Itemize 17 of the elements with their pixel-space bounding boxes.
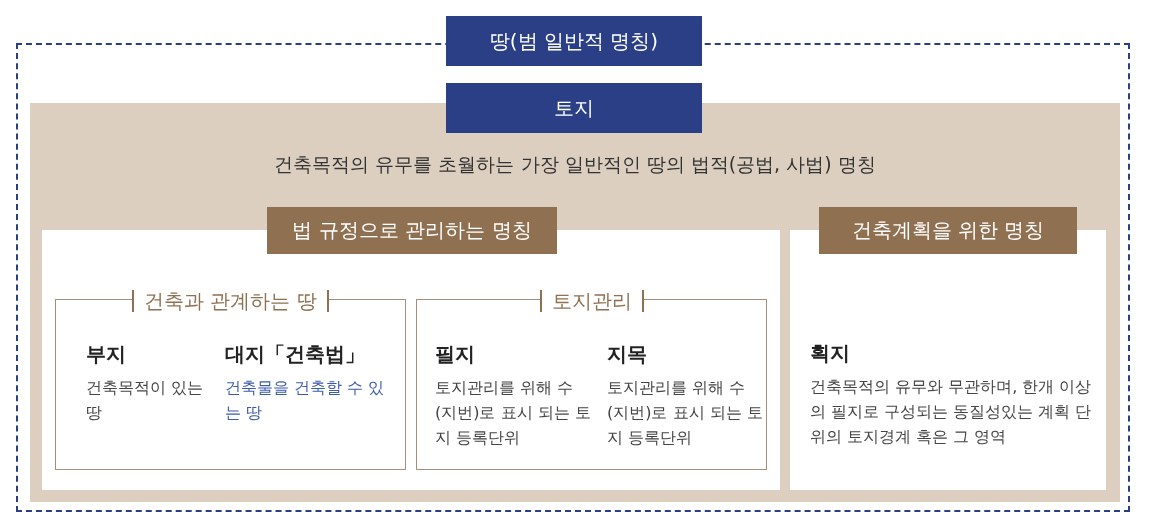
term-heading: 부지 [86, 341, 127, 368]
description-text: 건축목적의 유무를 초월하는 가장 일반적인 땅의 법적(공법, 사법) 명칭 [273, 152, 877, 177]
term-definition: 토지관리를 위해 수(지번)로 표시 되는 토지 등록단위 [607, 377, 764, 449]
title-tab: 땅(범 일반적 명칭) [446, 16, 702, 66]
group-title: 건축과 관계하는 땅 [132, 290, 329, 312]
heading-tab: 법 규정으로 관리하는 명칭 [267, 207, 557, 254]
term-heading: 지목 [607, 341, 648, 368]
term-definition: 건축목적의 유무와 무관하며, 한개 이상의 필지로 구성되는 동질성있는 계획 단위의 토지경계 혹은 그 영역 [810, 376, 1093, 448]
term-definition: 건축목적이 있는 땅 [86, 377, 205, 424]
heading-tab: 토지 [446, 83, 702, 133]
term-heading: 필지 [435, 341, 476, 368]
term-heading: 대지「건축법」 [225, 341, 366, 368]
heading-tab: 건축계획을 위한 명칭 [819, 207, 1077, 254]
term-definition: 건축물을 건축할 수 있는 땅 [225, 377, 386, 424]
term-definition: 토지관리를 위해 수(지번)로 표시 되는 토지 등록단위 [435, 377, 592, 449]
group-title: 토지관리 [539, 290, 644, 312]
term-heading: 획지 [810, 340, 851, 367]
